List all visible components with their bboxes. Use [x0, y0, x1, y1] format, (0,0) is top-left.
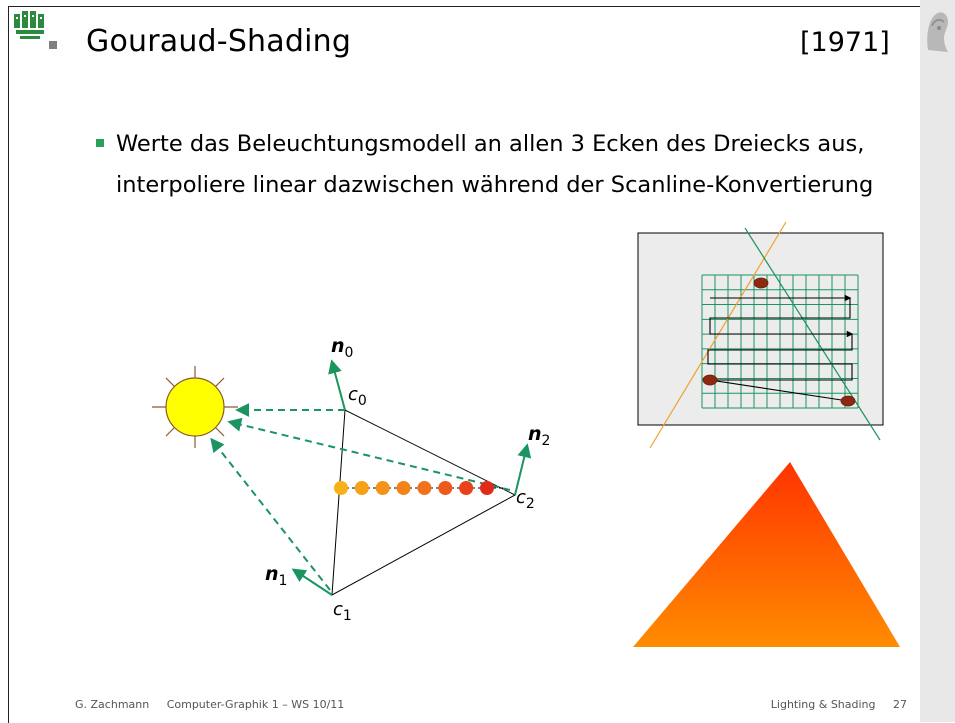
scanline-raster-inset — [637, 221, 884, 449]
portrait-icon — [922, 6, 952, 54]
label-n0: n0 — [331, 335, 353, 361]
slide-year: [1971] — [800, 27, 890, 58]
bullet-text: Werte das Beleuchtungsmodell an allen 3 … — [116, 131, 874, 198]
right-sidebar — [920, 0, 955, 722]
label-n1: n1 — [265, 563, 287, 589]
bullet-icon — [96, 139, 104, 147]
footer-right: Lighting & Shading 27 — [771, 698, 907, 711]
interpolated-dot — [438, 481, 453, 495]
slide-frame — [8, 6, 921, 723]
interpolated-dot — [334, 481, 348, 495]
interpolated-dots — [334, 481, 494, 495]
label-c2: c2 — [516, 487, 535, 512]
interpolated-dot — [375, 481, 390, 495]
slide-title: Gouraud-Shading — [86, 24, 352, 59]
interpolated-dot — [417, 481, 432, 495]
interpolated-dot — [459, 481, 474, 495]
normal-vectors — [291, 359, 532, 596]
page-number: 27 — [893, 698, 907, 711]
footer-topic: Lighting & Shading — [770, 698, 876, 711]
light-vectors — [210, 403, 511, 591]
university-logo-icon — [12, 8, 48, 48]
footer-author: G. Zachmann — [75, 698, 150, 711]
footer-left: G. Zachmann Computer-Graphik 1 – WS 10/1… — [75, 698, 344, 711]
interpolated-dot — [396, 481, 411, 495]
shaded-triangle — [633, 462, 900, 647]
interpolated-dot — [354, 481, 369, 495]
label-c1: c1 — [333, 599, 352, 624]
interpolated-dot — [480, 481, 494, 495]
triangle-outline — [331, 409, 517, 596]
footer-course: Computer-Graphik 1 – WS 10/11 — [166, 698, 345, 711]
label-n2: n2 — [528, 423, 550, 449]
logo-square — [49, 41, 57, 49]
label-c0: c0 — [348, 384, 367, 409]
sun-icon — [152, 366, 238, 448]
